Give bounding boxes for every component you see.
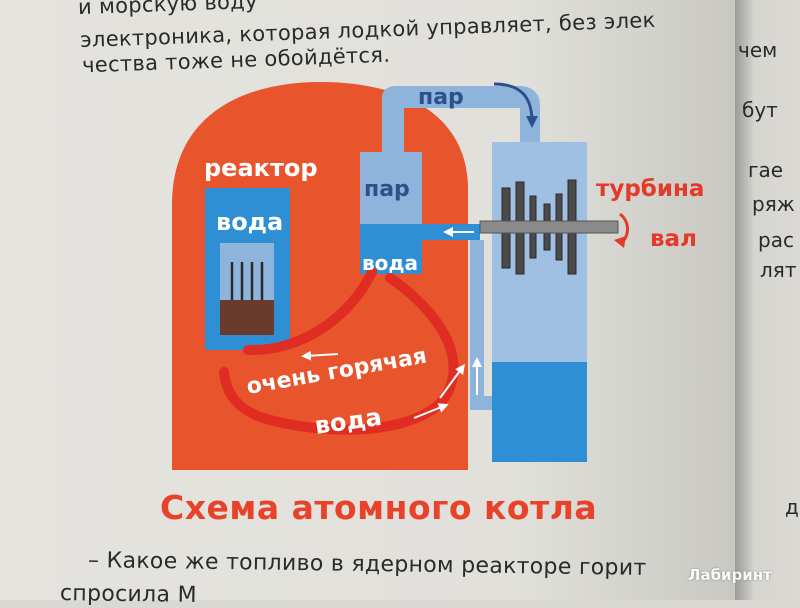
diagram-caption: Схема атомного котла — [160, 488, 598, 527]
nuclear-boiler-diagram: реактор вода пар пар вода турбина вал оч… — [172, 82, 704, 470]
hot-water-loop — [243, 267, 377, 356]
condenser-water — [492, 362, 587, 462]
right-page-fragment: бут — [742, 98, 778, 122]
label-steam-top: пар — [418, 85, 464, 110]
right-page-fragment: лят — [760, 258, 797, 282]
flow-arrow — [439, 363, 465, 399]
label-reactor: реактор — [204, 154, 318, 182]
right-page-fragment: ряж — [752, 192, 795, 216]
steam-direction-arrow — [493, 82, 538, 128]
steam-chamber — [360, 152, 422, 224]
rotation-arrow-head — [614, 236, 626, 248]
label-turbine: турбина — [596, 176, 704, 202]
shaft — [479, 220, 619, 234]
right-page-fragment: гае — [748, 158, 784, 182]
right-page-fragment: чем — [738, 38, 778, 62]
watermark-logo: Лабиринт — [688, 566, 772, 584]
hot-water-loop — [219, 273, 459, 435]
body-text-line-5: спросила М — [59, 581, 197, 608]
fuel-rods-icon — [230, 262, 264, 300]
label-shaft: вал — [650, 226, 697, 252]
steam-pipe — [382, 86, 540, 152]
label-water-chamber: вода — [362, 251, 418, 275]
label-steam-chamber: пар — [364, 177, 410, 202]
water-chamber — [360, 224, 422, 274]
label-reactor-water: вода — [216, 208, 283, 236]
flow-arrow — [413, 403, 449, 419]
flow-arrow — [301, 350, 339, 361]
fuel-block — [220, 300, 274, 335]
right-page-fragment: рас — [758, 228, 794, 252]
return-pipe — [470, 240, 492, 410]
right-page-fragment: д — [785, 495, 799, 519]
right-page — [735, 0, 800, 600]
